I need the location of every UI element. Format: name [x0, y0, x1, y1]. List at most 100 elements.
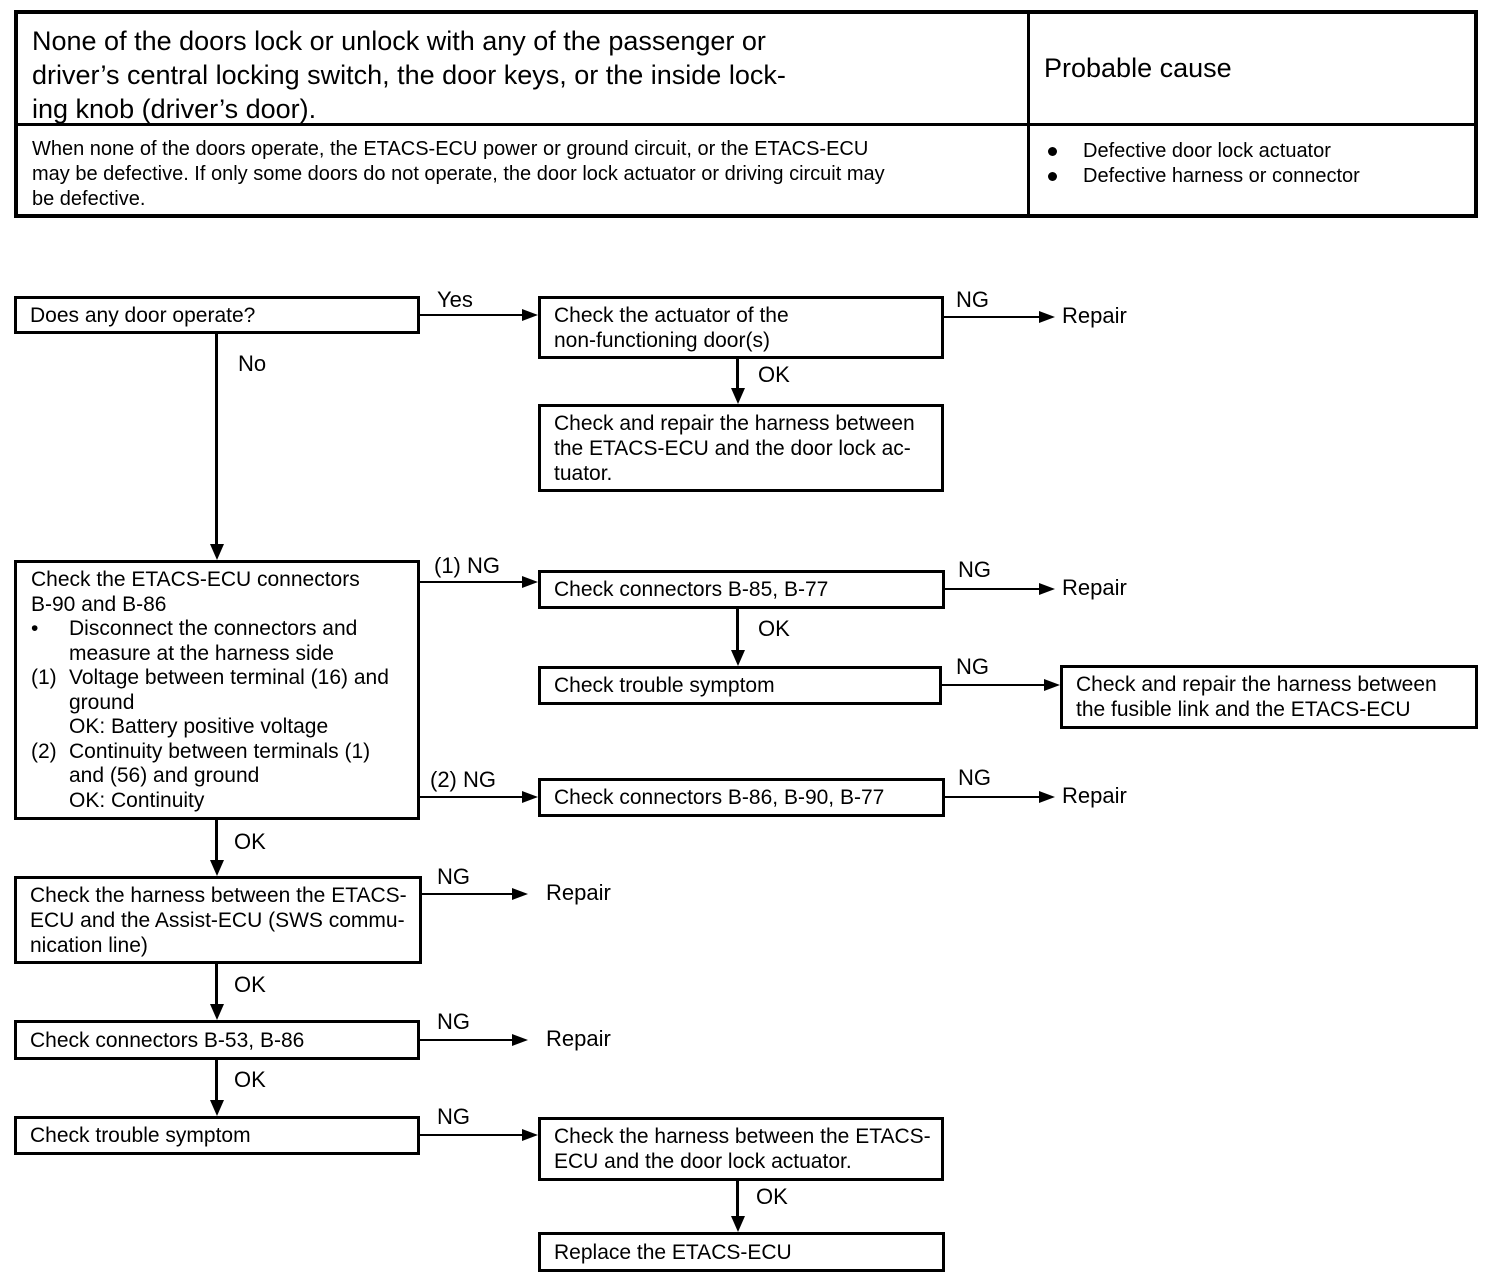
repair-label: Repair	[546, 880, 611, 905]
flow-box-check-connectors-b53-b86: Check connectors B-53, B-86	[14, 1020, 420, 1060]
flow-box-text: Check connectors B-85, B-77	[554, 578, 829, 601]
symptom-cell: None of the doors lock or unlock with an…	[18, 14, 1030, 126]
flow-box-text: Check trouble symptom	[30, 1124, 251, 1147]
edge-label-ok: OK	[758, 362, 790, 387]
connector-line-yes	[420, 314, 524, 316]
arrowhead-icon	[522, 576, 538, 588]
flow-box-text: Check the actuator of the non-functionin…	[554, 303, 789, 352]
edge-label-ng: NG	[956, 287, 989, 312]
arrowhead-icon	[731, 1216, 745, 1232]
probable-cause-item: Defective door lock actuator	[1046, 139, 1464, 164]
comment-text: When none of the doors operate, the ETAC…	[32, 138, 885, 210]
connector-line-ok-harness	[736, 1181, 739, 1220]
probable-cause-header-cell: Probable cause	[1030, 14, 1474, 126]
edge-label-2ng: (2) NG	[430, 767, 496, 792]
connector-line-ng-b85	[945, 588, 1041, 590]
flow-box-list-item: • Disconnect the connectors and measure …	[31, 617, 407, 666]
flow-box-check-trouble-symptom-upper: Check trouble symptom	[538, 666, 942, 705]
symptom-text: None of the doors lock or unlock with an…	[32, 26, 786, 124]
arrowhead-icon	[210, 860, 224, 876]
arrowhead-icon	[1039, 311, 1055, 323]
edge-label-ng: NG	[958, 765, 991, 790]
edge-label-ok: OK	[234, 972, 266, 997]
edge-label-no: No	[238, 351, 267, 376]
arrowhead-icon	[512, 1034, 528, 1046]
connector-line-ok-etacs	[215, 820, 218, 864]
bullet-icon	[1048, 147, 1057, 156]
connector-line-2ng	[420, 796, 524, 798]
flow-box-check-etacs-connectors: Check the ETACS-ECU connectors B-90 and …	[14, 560, 420, 820]
connector-line-1ng	[420, 581, 524, 583]
flow-box-list-item: (2) Continuity between terminals (1) and…	[31, 740, 407, 814]
edge-label-ok: OK	[756, 1184, 788, 1209]
step-2-marker: (2)	[31, 739, 57, 763]
bullet-icon	[1048, 172, 1057, 181]
symptom-table: None of the doors lock or unlock with an…	[14, 10, 1478, 218]
flow-box-text: Check and repair the harness between the…	[1076, 673, 1437, 721]
flow-box-check-actuator: Check the actuator of the non-functionin…	[538, 296, 944, 359]
arrowhead-icon	[210, 544, 224, 560]
probable-cause-header: Probable cause	[1044, 53, 1232, 83]
flow-box-list-text: Continuity between terminals (1) and (56…	[69, 739, 371, 812]
flow-box-repair-harness-fusible-link: Check and repair the harness between the…	[1060, 665, 1478, 729]
arrowhead-icon	[210, 1100, 224, 1116]
arrowhead-icon	[731, 388, 745, 404]
edge-label-ng: NG	[437, 1009, 470, 1034]
flow-box-text: Replace the ETACS-ECU	[554, 1240, 792, 1264]
connector-line-ok-assist	[215, 964, 218, 1008]
step-1-marker: (1)	[31, 666, 57, 689]
arrowhead-icon	[731, 650, 745, 666]
flow-box-text: Check trouble symptom	[554, 674, 775, 697]
edge-label-ng: NG	[437, 1104, 470, 1129]
edge-label-ng: NG	[437, 864, 470, 889]
connector-line-ng-actuator	[944, 316, 1041, 318]
flow-box-replace-etacs-ecu: Replace the ETACS-ECU	[538, 1232, 945, 1272]
edge-label-yes: Yes	[437, 287, 473, 312]
arrowhead-icon	[1039, 791, 1055, 803]
flow-box-text: Check and repair the harness between the…	[554, 411, 915, 485]
flow-box-text: Check connectors B-53, B-86	[30, 1028, 305, 1052]
flow-box-check-connectors-b86-b90-b77: Check connectors B-86, B-90, B-77	[538, 778, 945, 817]
flow-box-list-item: (1) Voltage between terminal (16) and gr…	[31, 666, 407, 740]
arrowhead-icon	[512, 888, 528, 900]
flow-box-text: Does any door operate?	[30, 303, 256, 327]
edge-label-ok: OK	[234, 829, 266, 854]
arrowhead-icon	[210, 1004, 224, 1020]
edge-label-ok: OK	[758, 616, 790, 641]
flow-box-check-trouble-symptom-lower: Check trouble symptom	[14, 1116, 420, 1155]
edge-label-ng: NG	[956, 654, 989, 679]
connector-line-no	[215, 334, 218, 546]
flow-box-does-any-door-operate: Does any door operate?	[14, 296, 420, 334]
flow-box-check-harness-door-lock-actuator: Check the harness between the ETACS- ECU…	[538, 1117, 944, 1181]
arrowhead-icon	[522, 791, 538, 803]
connector-line-ng-symptom-upper	[942, 684, 1046, 686]
arrowhead-icon	[522, 1129, 538, 1141]
flow-box-repair-harness-door-lock-actuator: Check and repair the harness between the…	[538, 404, 944, 492]
arrowhead-icon	[522, 309, 538, 321]
edge-label-1ng: (1) NG	[434, 553, 500, 578]
probable-cause-text: Defective harness or connector	[1083, 165, 1360, 187]
arrowhead-icon	[1039, 583, 1055, 595]
comment-cell: When none of the doors operate, the ETAC…	[18, 126, 1030, 214]
connector-line-ng-b86	[945, 796, 1041, 798]
flow-box-text: Check connectors B-86, B-90, B-77	[554, 786, 885, 809]
edge-label-ok: OK	[234, 1067, 266, 1092]
probable-cause-text: Defective door lock actuator	[1083, 140, 1331, 162]
repair-label: Repair	[1062, 575, 1127, 600]
repair-label: Repair	[1062, 783, 1127, 808]
probable-cause-list-cell: Defective door lock actuator Defective h…	[1030, 126, 1474, 214]
connector-line-ng-b53	[420, 1039, 514, 1041]
edge-label-ng: NG	[958, 557, 991, 582]
flow-box-check-harness-assist-ecu: Check the harness between the ETACS- ECU…	[14, 876, 422, 964]
connector-line-ng-symptom-lower	[420, 1134, 524, 1136]
arrowhead-icon	[1044, 679, 1060, 691]
flow-box-list-text: Disconnect the connectors and measure at…	[69, 617, 358, 665]
probable-cause-item: Defective harness or connector	[1046, 164, 1464, 189]
connector-line-ok-b85	[736, 609, 739, 654]
bullet-marker: •	[31, 617, 39, 640]
flow-box-title: Check the ETACS-ECU connectors B-90 and …	[31, 568, 360, 616]
connector-line-ok-b53	[215, 1060, 218, 1104]
connector-line-ng-assist	[422, 893, 514, 895]
repair-label: Repair	[546, 1026, 611, 1051]
